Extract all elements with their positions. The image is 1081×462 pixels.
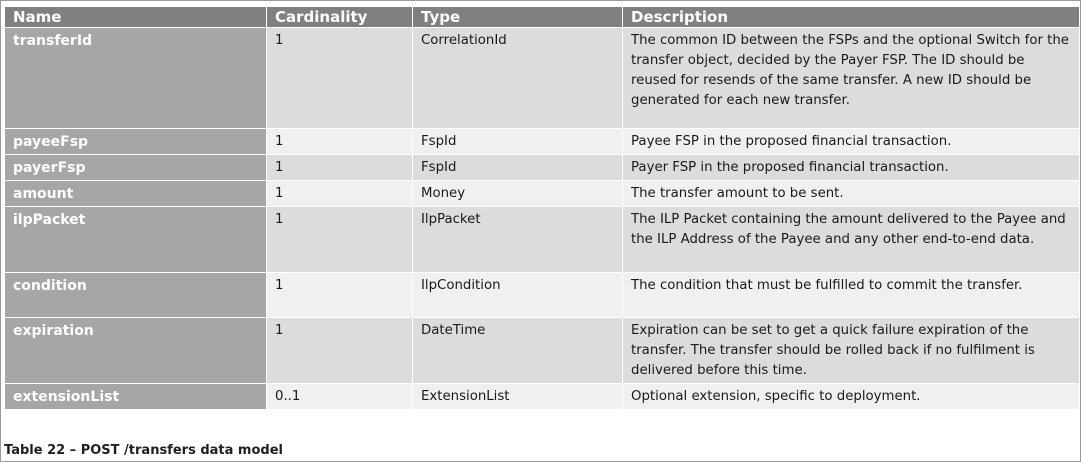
cell-cardinality: 1 bbox=[266, 272, 413, 318]
cell-description: Payer FSP in the proposed financial tran… bbox=[622, 154, 1080, 181]
table-caption: Table 22 – POST /transfers data model bbox=[4, 443, 283, 458]
cell-name: condition bbox=[4, 272, 267, 318]
cell-name: payerFsp bbox=[4, 154, 267, 181]
data-model-table: Name Cardinality Type Description transf… bbox=[4, 6, 1080, 410]
header-name: Name bbox=[4, 6, 267, 28]
table-row: transferId 1 CorrelationId The common ID… bbox=[4, 27, 1080, 129]
cell-description: Optional extension, specific to deployme… bbox=[622, 383, 1080, 410]
table-row: payeeFsp 1 FspId Payee FSP in the propos… bbox=[4, 128, 1080, 155]
table-header-row: Name Cardinality Type Description bbox=[4, 6, 1080, 28]
cell-name: extensionList bbox=[4, 383, 267, 410]
cell-type: CorrelationId bbox=[412, 27, 623, 129]
cell-cardinality: 1 bbox=[266, 27, 413, 129]
header-description: Description bbox=[622, 6, 1080, 28]
table-row: amount 1 Money The transfer amount to be… bbox=[4, 180, 1080, 207]
cell-type: IlpPacket bbox=[412, 206, 623, 273]
cell-name: transferId bbox=[4, 27, 267, 129]
cell-type: FspId bbox=[412, 128, 623, 155]
cell-description: Expiration can be set to get a quick fai… bbox=[622, 317, 1080, 384]
cell-description: The ILP Packet containing the amount del… bbox=[622, 206, 1080, 273]
cell-type: IlpCondition bbox=[412, 272, 623, 318]
cell-cardinality: 1 bbox=[266, 154, 413, 181]
table-row: payerFsp 1 FspId Payer FSP in the propos… bbox=[4, 154, 1080, 181]
cell-name: payeeFsp bbox=[4, 128, 267, 155]
table-row: ilpPacket 1 IlpPacket The ILP Packet con… bbox=[4, 206, 1080, 273]
table-row: extensionList 0..1 ExtensionList Optiona… bbox=[4, 383, 1080, 410]
cell-description: The condition that must be fulfilled to … bbox=[622, 272, 1080, 318]
cell-cardinality: 1 bbox=[266, 206, 413, 273]
cell-type: DateTime bbox=[412, 317, 623, 384]
cell-cardinality: 1 bbox=[266, 128, 413, 155]
table-row: condition 1 IlpCondition The condition t… bbox=[4, 272, 1080, 318]
header-type: Type bbox=[412, 6, 623, 28]
table-row: expiration 1 DateTime Expiration can be … bbox=[4, 317, 1080, 384]
cell-type: Money bbox=[412, 180, 623, 207]
cell-cardinality: 0..1 bbox=[266, 383, 413, 410]
cell-cardinality: 1 bbox=[266, 180, 413, 207]
cell-name: amount bbox=[4, 180, 267, 207]
cell-name: ilpPacket bbox=[4, 206, 267, 273]
cell-type: ExtensionList bbox=[412, 383, 623, 410]
header-cardinality: Cardinality bbox=[266, 6, 413, 28]
cell-description: The common ID between the FSPs and the o… bbox=[622, 27, 1080, 129]
cell-description: The transfer amount to be sent. bbox=[622, 180, 1080, 207]
cell-cardinality: 1 bbox=[266, 317, 413, 384]
cell-description: Payee FSP in the proposed financial tran… bbox=[622, 128, 1080, 155]
cell-type: FspId bbox=[412, 154, 623, 181]
cell-name: expiration bbox=[4, 317, 267, 384]
